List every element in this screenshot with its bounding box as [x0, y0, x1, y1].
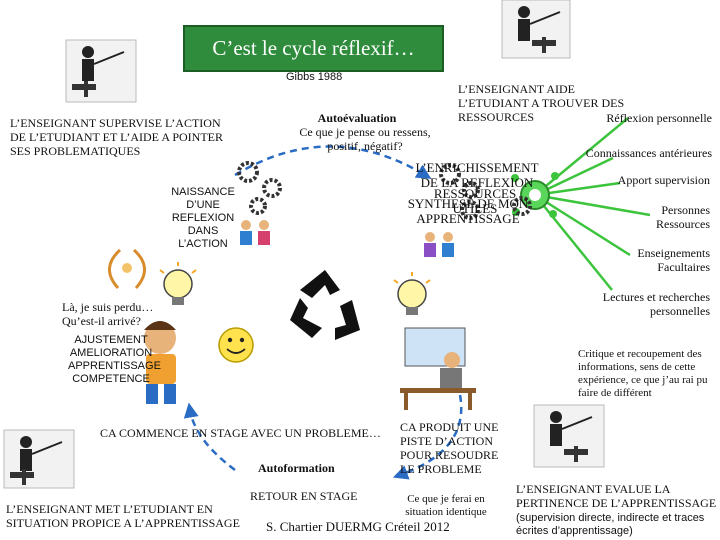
retour-text: RETOUR EN STAGE — [250, 489, 358, 503]
commence-text: CA COMMENCE EN STAGE AVEC UN PROBLEME… — [100, 426, 381, 440]
teacher-icon — [65, 39, 137, 103]
resource-item: Personnes Ressources — [656, 203, 710, 231]
autoevaluation-text: Ce que je pense ou ressens, positif, nég… — [299, 125, 431, 153]
critique-text: Critique et recoupement des informations… — [578, 348, 708, 399]
author-credit: S. Chartier DUERMG Créteil 2012 — [266, 519, 450, 534]
lightbulb-icon — [159, 262, 197, 305]
resource-item: Enseignements Facultaires — [637, 246, 710, 274]
recycle-icon — [290, 270, 360, 340]
ajustement-text: AJUSTEMENT AMELIORATION APPRENTISSAGE CO… — [68, 334, 161, 385]
teacher-evaluate-note: (supervision directe, indirecte et trace… — [516, 512, 705, 537]
perdu-text: Là, je suis perdu… Qu’est-il arrivé? — [62, 300, 154, 328]
piste-text: CA PRODUIT UNE PISTE D’ACTION POUR RESOU… — [400, 420, 499, 476]
cycle-arrows — [183, 145, 463, 480]
smiley-icon — [218, 327, 254, 363]
ferai-text: Ce que je ferai en situation identique — [405, 493, 487, 518]
teacher-resources-text: L’ENSEIGNANT AIDE L’ETUDIANT A TROUVER D… — [458, 82, 625, 124]
teacher-icon — [533, 404, 605, 468]
teacher-icon — [3, 429, 75, 489]
enrichissement-text: L’ENRICHISSEMENT DE LA REFLEXION — [415, 160, 539, 190]
resources-utiles-text: RESSOURCES UTILES — [433, 186, 517, 216]
lightbulb-icon — [393, 272, 431, 315]
children-icon — [240, 220, 270, 245]
autoformation-text: Autoformation — [258, 461, 335, 475]
page-title: C’est le cycle réflexif… — [183, 25, 444, 72]
gears-icon — [237, 161, 532, 220]
resource-item: Lectures et recherches personnelles — [602, 290, 710, 318]
student-desk-icon — [400, 327, 476, 410]
resource-item: Connaissances antérieures — [585, 146, 712, 160]
teacher-icon — [501, 0, 571, 59]
autoevaluation-title: Autoévaluation — [317, 111, 397, 125]
teacher-supervise-text: L’ENSEIGNANT SUPERVISE L’ACTION DE L’ETU… — [10, 116, 223, 158]
thinking-child-icon — [144, 321, 176, 404]
teacher-evaluate-text: L’ENSEIGNANT EVALUE LA PERTINENCE DE L’A… — [516, 482, 717, 510]
resource-item: Apport supervision — [617, 173, 710, 187]
synthese-text: SYNTHESE DE MON APPRENTISSAGE — [407, 196, 529, 226]
network-icon — [511, 172, 559, 218]
resource-item: Réflexion personnelle — [606, 111, 712, 125]
teacher-situation-text: L’ENSEIGNANT MET L’ETUDIANT EN SITUATION… — [6, 502, 240, 530]
source-citation: Gibbs 1988 — [286, 71, 343, 83]
naissance-text: NAISSANCE D’UNE REFLEXION DANS L’ACTION — [171, 186, 235, 250]
children-icon — [424, 232, 454, 257]
laurel-icon — [108, 248, 146, 290]
